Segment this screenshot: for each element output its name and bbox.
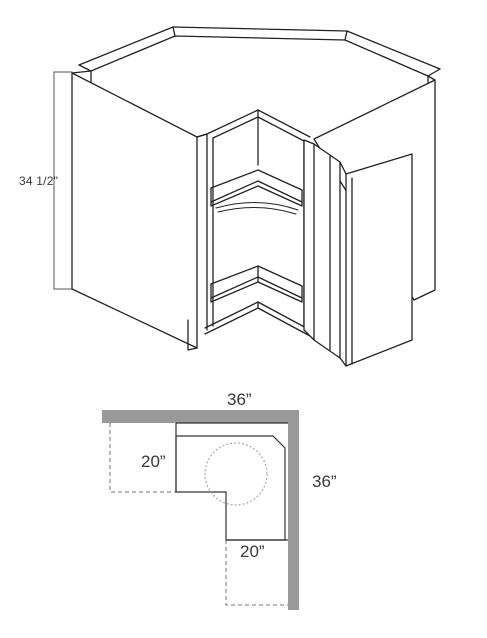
dashed-extents	[109, 423, 288, 606]
cabinet-top	[78, 26, 441, 89]
right-door	[339, 153, 413, 367]
plan-width-label: 36”	[227, 390, 252, 409]
plan-bottom-side-label: 20”	[240, 542, 265, 561]
height-dimension-line	[53, 71, 73, 290]
cabinet-isometric-drawing	[53, 26, 441, 367]
height-label: 34 1/2"	[19, 174, 59, 188]
lazy-susan-circle	[204, 442, 268, 506]
cabinet-interior	[206, 109, 311, 327]
plan-depth-label: 36”	[312, 472, 337, 491]
upper-shelf	[210, 169, 303, 215]
plan-view-drawing	[102, 410, 299, 610]
cabinet-left-side	[71, 70, 208, 351]
plan-left-side-label: 20”	[141, 452, 166, 471]
wall-outline	[102, 410, 299, 610]
cabinet-floor	[204, 301, 311, 337]
lower-shelf	[210, 265, 303, 303]
cabinet-footprint	[175, 422, 288, 541]
left-door	[303, 139, 341, 359]
